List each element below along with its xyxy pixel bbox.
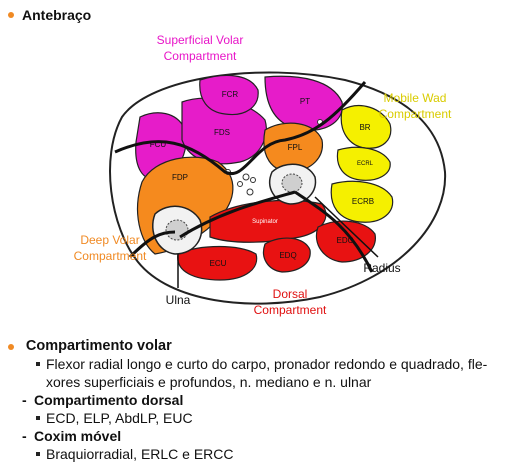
deep-volar-label-line2: Compartment — [74, 249, 147, 263]
muscle-edq-label: EDQ — [279, 251, 296, 260]
muscle-fpl-label: FPL — [288, 143, 303, 152]
muscle-fpl-shape — [263, 122, 323, 173]
notes-section: Compartimento volar Flexor radial longo … — [8, 336, 513, 463]
square-bullet-icon — [36, 362, 40, 366]
forearm-cross-section-diagram: Superficial Volar Compartment Mobile Wad… — [74, 33, 452, 317]
muscle-fds-label: FDS — [214, 128, 230, 137]
superficial-volar-label-line1: Superficial Volar — [157, 33, 244, 47]
muscle-pt-label: PT — [300, 97, 310, 106]
ulna-label: Ulna — [166, 293, 191, 307]
muscle-ecrb-label: ECRB — [352, 197, 374, 206]
mobile-title: Coxim móvel — [34, 428, 122, 444]
radius-pointer — [314, 196, 379, 258]
radius-label: Radius — [363, 261, 400, 275]
mobile-title-row: -Coxim móvel — [8, 427, 513, 445]
muscle-fdp-label: FDP — [172, 173, 188, 182]
muscle-br-label: BR — [359, 123, 370, 132]
fascia-line-wad — [294, 190, 374, 273]
muscle-fcu-label: FCU — [150, 140, 167, 149]
muscle-pt-shape — [264, 75, 343, 131]
muscle-ecrb-shape — [330, 180, 394, 223]
volar-title: Compartimento volar — [25, 338, 172, 354]
muscle-edc-label: EDC — [337, 236, 354, 245]
dorsal-item-text: ECD, ELP, AbdLP, EUC — [46, 410, 193, 426]
volar-bullet-icon — [8, 344, 14, 350]
volar-item: Flexor radial longo e curto do carpo, pr… — [8, 355, 513, 391]
heading-text: Antebraço — [22, 7, 92, 23]
dorsal-label-line1: Dorsal — [273, 287, 308, 301]
mobile-wad-label-line1: Mobile Wad — [384, 91, 447, 105]
muscle-edq-shape — [262, 237, 311, 273]
muscle-ecu-label: ECU — [210, 259, 227, 268]
dorsal-title-row: -Compartimento dorsal — [8, 391, 513, 409]
mobile-item-text: Braquiorradial, ERLC e ERCC — [46, 446, 234, 462]
fascia-line-volar — [114, 81, 367, 176]
fascia-line-ulna — [128, 230, 176, 259]
deep-volar-label-line1: Deep Volar — [80, 233, 139, 247]
square-bullet-icon — [36, 416, 40, 420]
volar-item-line2: xores superficiais e profundos, n. media… — [46, 374, 372, 390]
muscle-ecrl-shape — [336, 146, 391, 181]
muscle-br-shape — [340, 105, 392, 149]
mobile-wad-label-line2: Compartment — [379, 107, 452, 121]
volar-item-line1: Flexor radial longo e curto do carpo, pr… — [46, 356, 488, 372]
muscle-fcr-label: FCR — [222, 90, 239, 99]
section-heading: Antebraço — [8, 6, 91, 24]
square-bullet-icon — [36, 452, 40, 456]
dorsal-item: ECD, ELP, AbdLP, EUC — [8, 409, 513, 427]
dorsal-title: Compartimento dorsal — [34, 392, 184, 408]
volar-title-row: Compartimento volar — [8, 336, 513, 355]
muscle-ecu-shape — [177, 245, 258, 281]
muscle-supinator-label: Supinator — [252, 219, 278, 225]
superficial-volar-label-line2: Compartment — [164, 49, 237, 63]
mobile-item: Braquiorradial, ERLC e ERCC — [8, 445, 513, 463]
dorsal-label-line2: Compartment — [254, 303, 327, 317]
fascia-line-interosseous — [179, 190, 296, 239]
ulna-marrow-shape — [165, 219, 189, 241]
dash-icon: - — [22, 428, 27, 444]
muscle-fcr-shape — [199, 74, 259, 116]
muscle-ecrl-label: ECRL — [357, 161, 374, 167]
heading-bullet-icon — [8, 12, 14, 18]
radius-marrow-shape — [281, 173, 303, 193]
dash-icon: - — [22, 392, 27, 408]
